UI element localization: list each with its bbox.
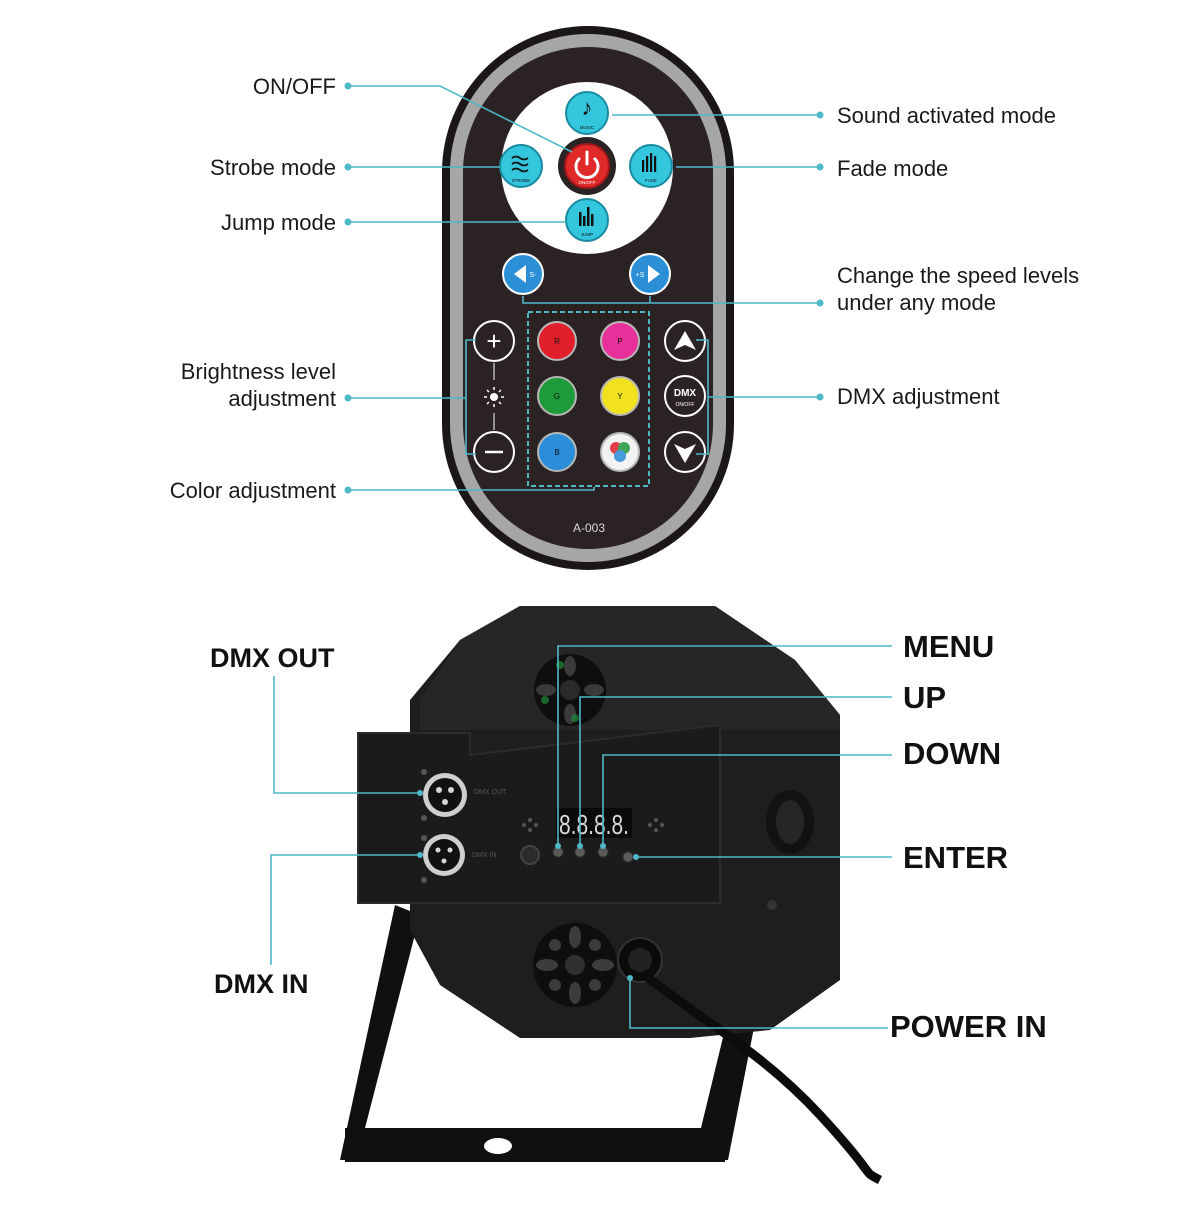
fade-button-label: FADE	[645, 178, 657, 183]
up-arrow-icon	[674, 331, 696, 350]
callout-menu: MENU	[903, 629, 995, 664]
power-button[interactable]: ON/OFF	[558, 137, 616, 195]
strobe-button-label: STROBE	[512, 178, 531, 183]
callout-strobe: Strobe mode	[210, 155, 336, 180]
led-display-value: 8.8.8.8.	[559, 809, 629, 840]
callout-down: DOWN	[903, 736, 1002, 771]
callout-dmx-out: DMX OUT	[210, 643, 335, 673]
left-arrow-icon	[514, 265, 526, 283]
remote-model-label: A-003	[573, 521, 605, 535]
stand-hole-2	[484, 1138, 512, 1154]
rgb-circles-icon	[610, 442, 630, 462]
remote-leader-lines	[348, 85, 820, 491]
color-yellow-label: Y	[617, 392, 623, 401]
wave-icon	[511, 155, 529, 173]
color-rgb-button[interactable]	[600, 432, 640, 472]
sound-sensor-left-icon	[522, 818, 538, 832]
right-arrow-icon	[648, 265, 660, 283]
callout-jump: Jump mode	[221, 210, 336, 235]
music-button[interactable]: ♪ MUSIC	[565, 91, 609, 135]
bars-icon	[642, 153, 657, 172]
fade-button[interactable]: FADE	[629, 144, 673, 188]
callout-power-in: POWER IN	[890, 1009, 1047, 1044]
enter-button[interactable]	[621, 850, 635, 864]
callout-dmx-in: DMX IN	[214, 969, 309, 999]
dmx-in-port[interactable]	[421, 834, 465, 883]
dmx-in-port-label: DMX IN	[472, 852, 497, 859]
color-green-label: G	[554, 392, 560, 401]
callout-fade: Fade mode	[837, 156, 949, 181]
remote-control: ♪ MUSIC STROBE ON/OFF	[442, 26, 734, 570]
control-panel	[357, 723, 721, 904]
color-blue-button[interactable]: B	[537, 432, 577, 472]
dmx-toggle-button[interactable]: DMX ON/OFF	[664, 375, 706, 417]
callout-enter: ENTER	[903, 840, 1009, 875]
power-button-label: ON/OFF	[579, 180, 596, 185]
mount-knob	[766, 790, 814, 854]
color-purple-button[interactable]: P	[600, 321, 640, 361]
color-red-button[interactable]: R	[537, 321, 577, 361]
upper-fan-icon	[534, 654, 606, 726]
jump-bars-icon	[579, 207, 594, 226]
dmx-out-port[interactable]	[421, 769, 467, 821]
housing-top	[420, 606, 840, 730]
callout-brightness-line1: Brightness level	[180, 359, 336, 384]
color-green-button[interactable]: G	[537, 376, 577, 416]
sound-sensor-right-icon	[648, 818, 664, 832]
speed-up-label: +S	[636, 272, 645, 279]
par-light-device: DMX OUT DMX IN 8.8.8.8.	[340, 606, 883, 1185]
jump-button-label: JUMP	[581, 232, 593, 237]
power-inlet[interactable]	[617, 937, 663, 983]
remote-leader-dots	[344, 82, 824, 494]
lower-fan-icon	[533, 923, 617, 1007]
jump-button[interactable]: JUMP	[565, 198, 609, 242]
dmx-up-button[interactable]	[664, 320, 706, 362]
power-cable	[642, 971, 883, 1185]
brightness-plus-button[interactable]: +	[473, 320, 515, 362]
music-button-label: MUSIC	[580, 125, 595, 130]
color-group-box	[527, 311, 650, 487]
callout-up: UP	[903, 680, 947, 715]
callout-dmx: DMX adjustment	[837, 384, 1000, 409]
dmx-out-port-label: DMX OUT	[474, 789, 507, 796]
color-red-label: R	[554, 337, 560, 346]
music-note-icon: ♪	[582, 95, 593, 120]
callout-speed-line1: Change the speed levels	[837, 263, 1080, 288]
stand-bottom-bar	[345, 1128, 725, 1162]
callout-sound: Sound activated mode	[837, 103, 1056, 128]
callout-color: Color adjustment	[169, 478, 336, 503]
power-icon	[574, 150, 600, 179]
stand-right-leg	[505, 885, 780, 1160]
brightness-sun-icon	[484, 387, 504, 407]
speed-up-button[interactable]: +S	[629, 253, 671, 295]
dmx-button-sub-label: ON/OFF	[676, 402, 695, 408]
device-leader-lines	[270, 645, 892, 1029]
mount-screw	[767, 900, 777, 910]
device-leader-dots	[417, 790, 639, 981]
color-yellow-button[interactable]: Y	[600, 376, 640, 416]
stand-hole	[620, 1094, 636, 1110]
brightness-minus-button[interactable]	[473, 431, 515, 473]
callout-speed-line2: under any mode	[837, 290, 996, 315]
plus-icon: +	[486, 326, 501, 356]
dmx-down-button[interactable]	[664, 431, 706, 473]
speed-down-button[interactable]: S-	[502, 253, 544, 295]
dmx-button-label: DMX	[674, 388, 697, 399]
color-purple-label: P	[617, 337, 622, 346]
color-blue-label: B	[554, 448, 559, 457]
strobe-button[interactable]: STROBE	[499, 144, 543, 188]
callout-onoff: ON/OFF	[252, 74, 336, 99]
callout-brightness-line2: adjustment	[228, 386, 336, 411]
led-display	[556, 808, 632, 838]
speed-down-label: S-	[530, 272, 538, 279]
down-arrow-icon	[674, 444, 696, 463]
ir-receiver	[520, 845, 540, 865]
